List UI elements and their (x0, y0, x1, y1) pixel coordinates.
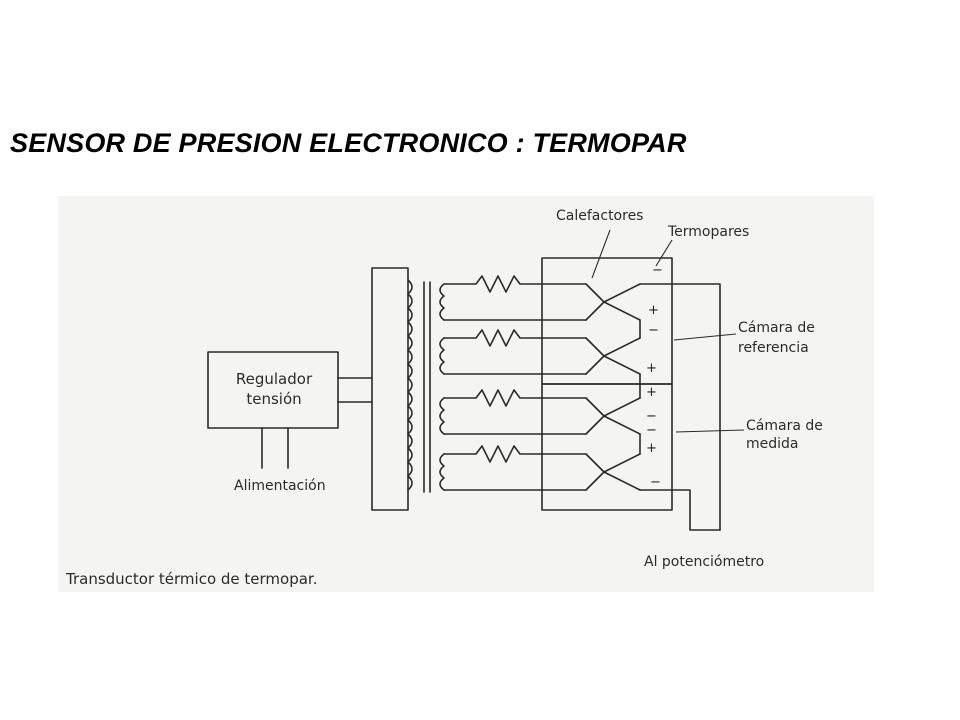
regulator-label-line2: tensión (246, 390, 301, 408)
power-label: Alimentación (234, 478, 326, 494)
polarity-sign-1: − (652, 263, 663, 278)
output-lead-right (639, 283, 721, 531)
reference-chamber-label-line2: referencia (738, 340, 809, 356)
measure-chamber-label-line2: medida (746, 436, 799, 452)
measure-chamber-leader (675, 429, 745, 433)
reference-chamber-leader (673, 333, 737, 341)
heater-circuit-1 (443, 275, 605, 321)
heater-circuit-2 (443, 329, 605, 375)
measure-chamber-label-line1: Cámara de (746, 418, 823, 434)
heater-circuit-3 (443, 389, 605, 435)
polarity-sign-8: + (646, 441, 657, 456)
thermocouples-label: Termopares (667, 224, 749, 240)
polarity-sign-4: + (646, 361, 657, 376)
transformer-primary-coil (407, 279, 413, 491)
polarity-sign-9: − (650, 475, 661, 490)
secondary-coil-1 (439, 283, 445, 321)
regulator-label-line1: Regulador (236, 370, 313, 388)
polarity-sign-3: − (648, 323, 659, 338)
secondary-coil-4 (439, 453, 445, 491)
transformer-primary-frame (371, 267, 409, 511)
regulator-box (207, 351, 339, 429)
polarity-sign-5: + (646, 385, 657, 400)
secondary-coil-3 (439, 397, 445, 435)
heaters-leader (591, 229, 611, 279)
potentiometer-label: Al potenciómetro (644, 554, 764, 570)
secondary-coil-2 (439, 337, 445, 375)
heater-circuit-4 (443, 445, 605, 491)
output-lead-left (639, 489, 721, 531)
slide-title: SENSOR DE PRESION ELECTRONICO : TERMOPAR (10, 128, 687, 158)
reference-chamber-label-line1: Cámara de (738, 320, 815, 336)
diagram-caption: Transductor térmico de termopar. (65, 570, 317, 588)
polarity-sign-6: − (646, 409, 657, 424)
thermocouples-leader (655, 239, 673, 267)
diagram-background (58, 196, 874, 592)
measure-chamber (541, 383, 673, 511)
thermocouple-junctions (603, 283, 641, 491)
heaters-label: Calefactores (556, 208, 643, 224)
polarity-sign-7: − (646, 423, 657, 438)
polarity-sign-2: + (648, 303, 659, 318)
